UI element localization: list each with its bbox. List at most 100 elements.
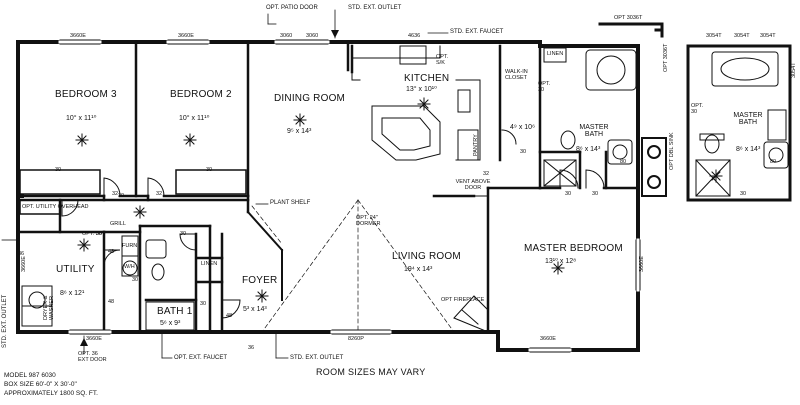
model-info: MODEL 987 6030 bbox=[4, 372, 56, 379]
kitchen-counters bbox=[351, 45, 481, 161]
box-size-info: BOX SIZE 60'-0" X 30'-0" bbox=[4, 381, 77, 388]
sink-80-2: 80 bbox=[770, 159, 777, 165]
linen-bath-label: LINEN bbox=[547, 51, 564, 57]
linen-hall-label: LINEN bbox=[201, 261, 218, 267]
std-ext-outlet-bottom-label: STD. EXT. OUTLET bbox=[290, 355, 344, 361]
window-master-bed: 3660E bbox=[540, 336, 556, 342]
opt-dbl-sink bbox=[641, 137, 667, 197]
grill-label: GRILL bbox=[110, 221, 126, 227]
alt-master-bath bbox=[686, 44, 792, 202]
master-bath-name: MASTER BATH bbox=[579, 124, 609, 138]
door-master-closet: 30 bbox=[592, 191, 599, 197]
sqft-info: APPROXIMATELY 1800 SQ. FT. bbox=[4, 390, 98, 397]
window-dining-1: 3060 bbox=[280, 33, 293, 39]
opt-dbl-sink-label: OPT DBL SINK bbox=[669, 132, 675, 170]
alt-master-bath-size: 8⁶ x 14³ bbox=[736, 146, 761, 153]
door-furn: 48 bbox=[108, 249, 115, 255]
bath1-name: BATH 1 bbox=[157, 306, 193, 317]
window-kitchen: 4636 bbox=[408, 33, 421, 39]
door-bath1: 30 bbox=[200, 301, 207, 307]
opt-30-alt-label: OPT. 30 bbox=[691, 103, 704, 115]
door-walkin: 30 bbox=[520, 149, 527, 155]
window-opt-3036t-top: OPT 3036T bbox=[614, 15, 643, 21]
room-sizes-label: ROOM SIZES MAY VARY bbox=[316, 367, 426, 377]
window-alt-2: 3054T bbox=[734, 33, 750, 39]
std-ext-outlet-left-label: STD. EXT. OUTLET bbox=[2, 294, 8, 348]
door-wh: 30 bbox=[132, 277, 139, 283]
door-walkin-32: 32 bbox=[483, 171, 490, 177]
leader-lines bbox=[1, 9, 449, 359]
arrow-heads bbox=[80, 30, 339, 346]
std-ext-outlet-top-label: STD. EXT. OUTLET bbox=[348, 5, 402, 11]
window-living: 8260P bbox=[348, 336, 364, 342]
kitchen-name: KITCHEN bbox=[404, 73, 450, 84]
closet-bedroom3: 30 bbox=[55, 167, 62, 173]
master-bath-size: 8⁶ x 14³ bbox=[576, 146, 601, 153]
door-foyer-48: 48 bbox=[226, 313, 233, 319]
std-ext-faucet-label: STD. EXT. FAUCET bbox=[450, 29, 504, 35]
closet-bedroom2: 30 bbox=[206, 167, 213, 173]
window-opt-3036t-side: OPT 3036T bbox=[663, 43, 669, 72]
door-utility: 30 bbox=[96, 231, 103, 237]
dryer-washer-label: DRYER & WASHER bbox=[43, 295, 55, 320]
window-alt-1: 3054T bbox=[706, 33, 722, 39]
opt-patio-door-label: OPT. PATIO DOOR bbox=[266, 5, 318, 11]
door-hall-30: 30 bbox=[118, 193, 125, 199]
utility-size: 8⁶ x 12¹ bbox=[60, 290, 85, 297]
door-swings bbox=[61, 129, 605, 319]
closets bbox=[19, 169, 247, 215]
door-alt-bath: 30 bbox=[740, 191, 747, 197]
window-alt-4: 3054T bbox=[791, 62, 797, 78]
vent-above-door-label: VENT ABOVE DOOR bbox=[455, 179, 491, 191]
master-bed-size: 13¹⁰ x 12⁸ bbox=[545, 258, 577, 265]
walkin-size: 4⁹ x 10⁶ bbox=[510, 124, 535, 131]
living-name: LIVING ROOM bbox=[392, 251, 461, 262]
pantry-label: PANTRY bbox=[473, 134, 479, 156]
opt-fireplace-label: OPT FIREPLACE bbox=[441, 297, 485, 303]
door-utility-ext: 36 bbox=[18, 251, 25, 257]
plant-shelf-label: PLANT SHELF bbox=[270, 200, 311, 206]
door-bath-hall: 30 bbox=[180, 231, 187, 237]
living-size: 19⁴ x 14³ bbox=[404, 266, 433, 273]
window-master-side: 3660E bbox=[639, 256, 645, 272]
foyer-walls bbox=[246, 210, 284, 301]
window-markers bbox=[58, 39, 641, 353]
dormer-lines bbox=[251, 199, 455, 333]
door-front: 36 bbox=[248, 345, 255, 351]
window-bedroom2: 3660E bbox=[178, 33, 194, 39]
dining-size: 9⁵ x 14³ bbox=[287, 128, 312, 135]
window-utility-bottom: 3660E bbox=[86, 336, 102, 342]
wh-label: W/H bbox=[124, 264, 135, 270]
furn-label: FURN bbox=[122, 243, 138, 249]
opt-ext-faucet-label: OPT. EXT. FAUCET bbox=[174, 355, 228, 361]
door-bedroom3: 32 bbox=[112, 191, 119, 197]
door-master-bath: 30 bbox=[565, 191, 572, 197]
utility-name: UTILITY bbox=[56, 264, 95, 275]
dining-name: DINING ROOM bbox=[274, 93, 346, 104]
opt-sk-label: OPT. S/K bbox=[436, 54, 449, 66]
window-utility-left: 3660E bbox=[21, 256, 27, 272]
bedroom3-size: 10° x 11¹⁰ bbox=[66, 115, 97, 122]
walkin-name: WALK-IN CLOSET bbox=[505, 69, 528, 81]
foyer-size: 5³ x 14³ bbox=[243, 306, 267, 313]
bedroom2-size: 10° x 11¹⁰ bbox=[179, 115, 210, 122]
window-bedroom3: 3660E bbox=[70, 33, 86, 39]
opt-utility-overhead-label: OPT. UTILITY OVERHEAD bbox=[22, 204, 89, 210]
foyer-name: FOYER bbox=[242, 275, 278, 286]
bath-fixtures bbox=[121, 47, 637, 331]
alt-master-bath-fixtures bbox=[695, 51, 789, 197]
sink-80-1: 80 bbox=[620, 159, 627, 165]
fireplace bbox=[453, 295, 489, 333]
bath1-size: 5⁶ x 9³ bbox=[160, 320, 181, 327]
bedroom2-name: BEDROOM 2 bbox=[170, 89, 232, 100]
opt-window-corner bbox=[598, 22, 664, 38]
alt-master-bath-name: MASTER BATH bbox=[733, 112, 763, 126]
window-dining-2: 3060 bbox=[306, 33, 319, 39]
opt-30-util-label: OPT. 30 bbox=[82, 231, 102, 237]
door-utility-48: 48 bbox=[108, 299, 115, 305]
kitchen-size: 13° x 10¹⁰ bbox=[406, 86, 437, 93]
door-bedroom2: 32 bbox=[156, 191, 163, 197]
light-markers bbox=[75, 97, 723, 303]
bedroom3-name: BEDROOM 3 bbox=[55, 89, 117, 100]
